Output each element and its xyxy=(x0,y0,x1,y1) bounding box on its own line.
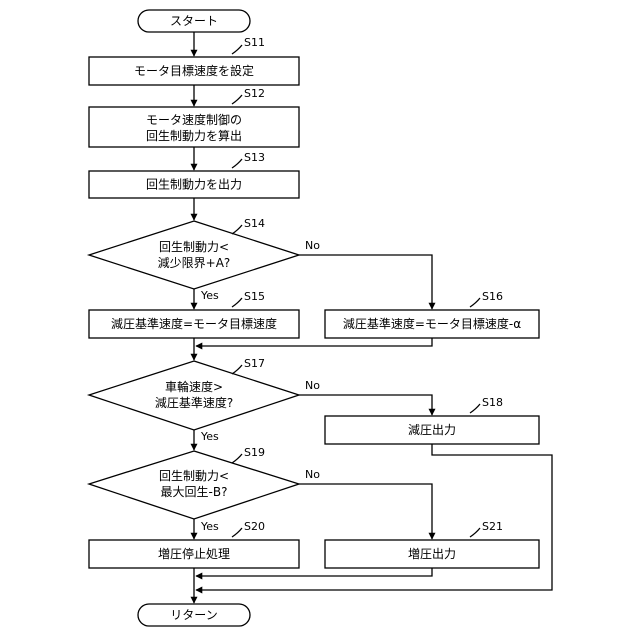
s17-label-line1: 車輪速度> xyxy=(165,379,223,394)
s11-label: モータ目標速度を設定 xyxy=(134,63,254,78)
s14-label-line2: 減少限界+A? xyxy=(158,255,231,270)
edge-s16-merge xyxy=(196,338,432,346)
s18-label: 減圧出力 xyxy=(408,422,456,437)
s14-yes-label: Yes xyxy=(200,289,219,302)
s17-no-label: No xyxy=(305,379,320,392)
s18-leader xyxy=(470,404,480,413)
s11-step: S11 xyxy=(244,36,265,49)
s13-leader xyxy=(232,159,242,168)
s16-leader xyxy=(470,298,480,307)
s17-label-line2: 減圧基準速度? xyxy=(155,395,233,410)
s11-leader xyxy=(232,45,242,54)
s19-no-label: No xyxy=(305,468,320,481)
s14-no-label: No xyxy=(305,239,320,252)
s13-label: 回生制動力を出力 xyxy=(146,178,242,192)
decision-s14: 回生制動力< 減少限界+A? S14 No Yes xyxy=(89,217,320,302)
s20-leader xyxy=(232,528,242,537)
s12-label-line1: モータ速度制御の xyxy=(146,112,242,127)
edge-s14-s16 xyxy=(299,255,432,309)
s17-leader xyxy=(232,365,242,374)
s13-step: S13 xyxy=(244,151,265,164)
s19-label-line2: 最大回生-B? xyxy=(161,485,228,499)
s21-leader xyxy=(470,528,480,537)
edge-s17-s18 xyxy=(299,395,432,415)
end-terminal: リターン xyxy=(138,604,250,626)
s19-yes-label: Yes xyxy=(200,520,219,533)
s14-leader xyxy=(232,225,242,234)
s21-step: S21 xyxy=(482,520,503,533)
s12-step: S12 xyxy=(244,87,265,100)
s18-step: S18 xyxy=(482,396,503,409)
s21-label: 増圧出力 xyxy=(408,547,456,561)
decision-s19: 回生制動力< 最大回生-B? S19 No Yes xyxy=(89,446,320,533)
s17-step: S17 xyxy=(244,357,265,370)
s17-yes-label: Yes xyxy=(200,430,219,443)
s20-step: S20 xyxy=(244,520,265,533)
s16-label: 減圧基準速度=モータ目標速度-α xyxy=(343,316,521,331)
s15-leader xyxy=(232,298,242,307)
start-label: スタート xyxy=(170,14,218,28)
edge-s19-s21 xyxy=(299,484,432,539)
s14-step: S14 xyxy=(244,217,265,230)
s15-label: 減圧基準速度=モータ目標速度 xyxy=(111,316,277,331)
s19-leader xyxy=(232,454,242,463)
s12-leader xyxy=(232,95,242,104)
decision-s17: 車輪速度> 減圧基準速度? S17 No Yes xyxy=(89,357,320,443)
s14-label-line1: 回生制動力< xyxy=(159,240,229,254)
s19-step: S19 xyxy=(244,446,265,459)
s19-label-line1: 回生制動力< xyxy=(159,469,229,483)
s15-step: S15 xyxy=(244,290,265,303)
s20-label: 増圧停止処理 xyxy=(158,546,230,561)
s12-label-line2: 回生制動力を算出 xyxy=(146,128,242,143)
s16-step: S16 xyxy=(482,290,503,303)
edge-s21-merge xyxy=(196,568,432,576)
end-label: リターン xyxy=(170,608,217,622)
start-terminal: スタート xyxy=(138,10,250,32)
